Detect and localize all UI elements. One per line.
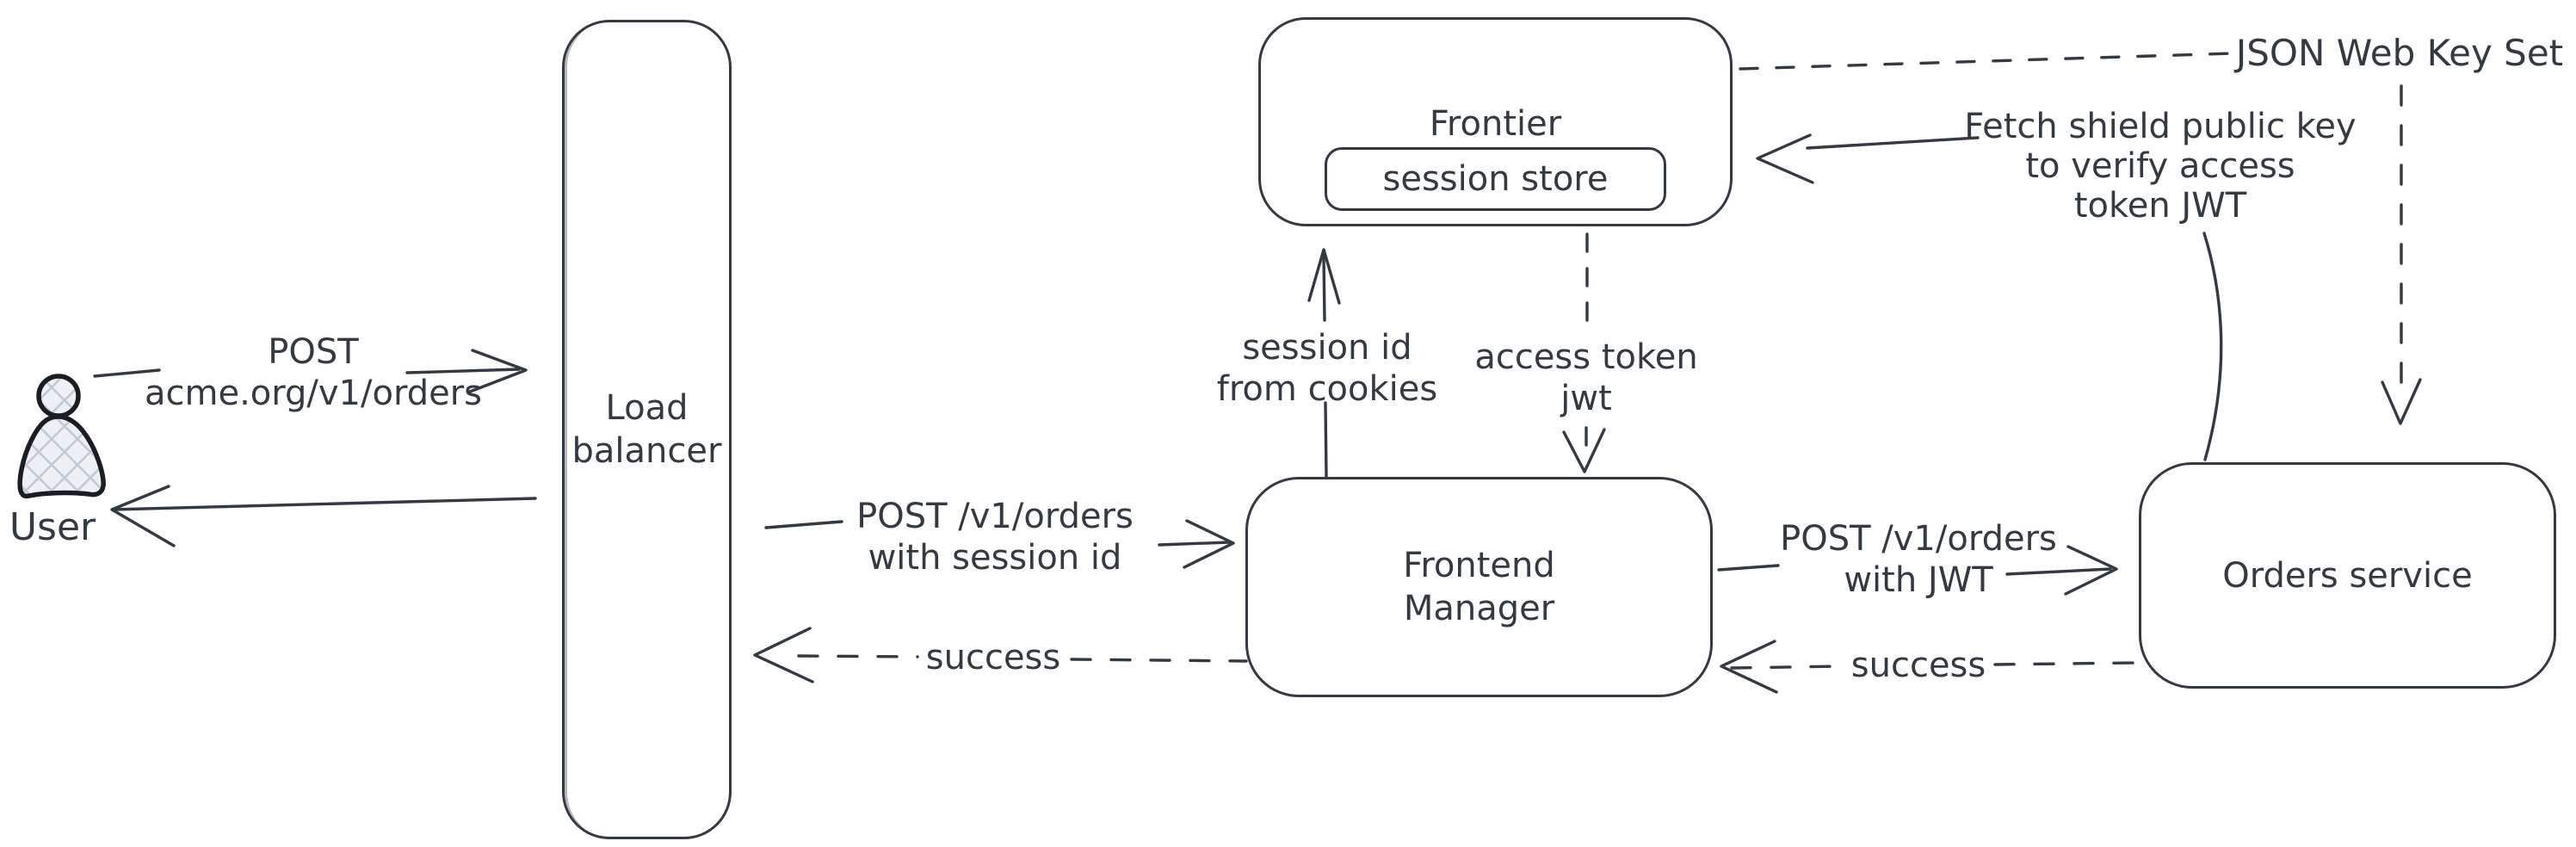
load-balancer-label-line2: balancer [571, 431, 722, 471]
arrow-orders-service-to-frontend-manager [1720, 640, 2138, 694]
edge-label-fetch-public-key-line1: Fetch shield public key [1964, 107, 2357, 146]
node-session-store[interactable]: session store [1325, 147, 1666, 211]
arrow-frontier-to-frontend-manager [1562, 232, 1606, 473]
arrow-load-balancer-to-user [110, 485, 537, 547]
edge-label-post-acme-line1: POST [268, 332, 359, 372]
edge-label-fetch-public-key: Fetch shield public key to verify access… [1964, 107, 2356, 226]
node-orders-service[interactable]: Orders service [2139, 462, 2556, 689]
edge-label-post-acme-line2: acme.org/v1/orders [145, 374, 482, 413]
arrow-load-balancer-to-frontend-manager [764, 519, 1235, 569]
dashed-line-frontier-to-jwks [1739, 52, 2235, 71]
edge-label-post-jwt: POST /v1/orders with JWT [1780, 518, 2057, 601]
edge-label-fetch-public-key-line2: to verify access [2025, 146, 2295, 186]
arrow-user-to-load-balancer [93, 349, 528, 393]
edge-label-success-right: success [1850, 646, 1986, 685]
frontier-label: Frontier [1429, 104, 1562, 144]
edge-label-session-id-cookies-line1: session id [1242, 328, 1412, 368]
edge-label-success-left: success [925, 638, 1061, 677]
jwks-label: JSON Web Key Set [2235, 32, 2564, 74]
user-icon[interactable] [17, 374, 106, 499]
edge-label-post-jwt-line1: POST /v1/orders [1780, 519, 2057, 559]
arrow-frontend-manager-to-load-balancer [753, 627, 1248, 683]
edge-label-post-acme: POST acme.org/v1/orders [145, 331, 482, 414]
edge-label-access-token-jwt-line1: access token [1474, 337, 1698, 377]
arrow-jwks-to-orders-service [2381, 84, 2422, 425]
user-body [17, 414, 106, 499]
edge-label-access-token-jwt: access token jwt [1474, 337, 1697, 419]
edge-label-fetch-public-key-line3: token JWT [2073, 186, 2247, 226]
node-load-balancer[interactable]: Load balancer [562, 20, 732, 839]
load-balancer-label-line1: Load [605, 388, 689, 428]
node-frontend-manager[interactable]: Frontend Manager [1245, 477, 1713, 697]
edge-label-post-session-id-line1: POST /v1/orders [856, 497, 1134, 536]
frontend-manager-label-line2: Manager [1403, 589, 1555, 628]
orders-service-label: Orders service [2222, 555, 2473, 596]
edge-label-post-jwt-line2: with JWT [1844, 560, 1993, 600]
user-label: User [9, 505, 96, 549]
session-store-label: session store [1382, 159, 1609, 199]
arrow-frontend-manager-to-frontier [1307, 248, 1341, 479]
arrow-orders-service-to-frontier [1756, 133, 2223, 461]
edge-label-post-session-id-line2: with session id [868, 538, 1122, 578]
arrow-frontend-manager-to-orders-service [1717, 545, 2118, 596]
edge-label-session-id-cookies: session id from cookies [1217, 327, 1437, 410]
edge-label-post-session-id: POST /v1/orders with session id [856, 496, 1134, 578]
edge-label-session-id-cookies-line2: from cookies [1216, 369, 1438, 409]
edge-label-access-token-jwt-line2: jwt [1560, 379, 1612, 418]
user-head [36, 374, 81, 418]
frontend-manager-label-line1: Frontend [1403, 546, 1555, 585]
